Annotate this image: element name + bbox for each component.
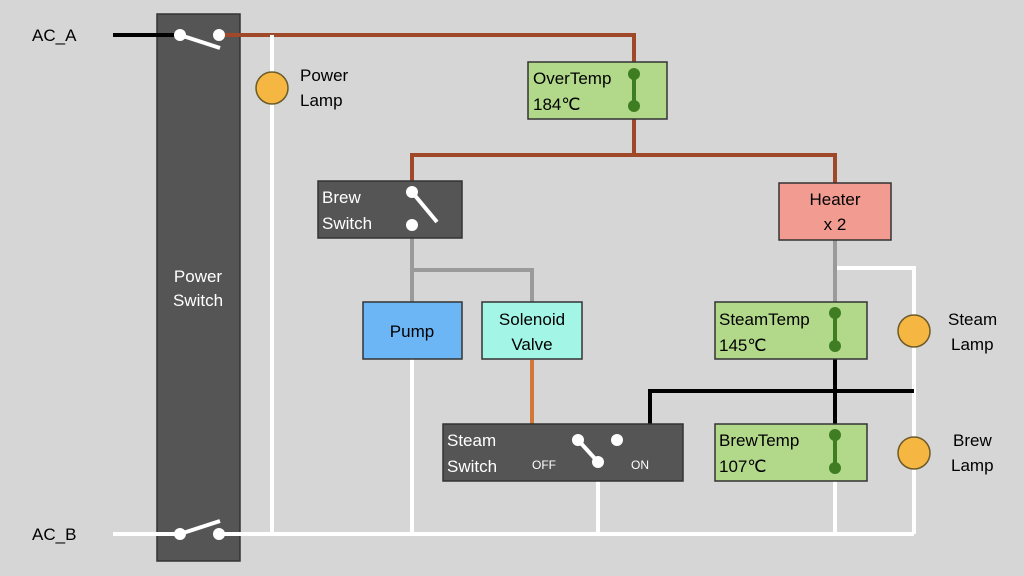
steamtemp-contact-top xyxy=(829,307,841,319)
steam-switch-contact-off xyxy=(572,434,584,446)
steamtemp-contact-bottom xyxy=(829,340,841,352)
steam-switch-on-label: ON xyxy=(631,458,649,472)
power-switch-bottom-contact-right xyxy=(213,528,225,540)
overtemp-label-line2: 184℃ xyxy=(533,95,580,114)
steamtemp-label-line1: SteamTemp xyxy=(719,310,810,329)
ac-a-label: AC_A xyxy=(32,26,77,45)
overtemp-contact-bottom xyxy=(628,100,640,112)
solenoid-valve-block xyxy=(481,301,583,360)
brew-switch-contact-bottom xyxy=(406,219,418,231)
wire-live-branch xyxy=(410,153,837,192)
power-switch-bottom-lever xyxy=(179,519,221,536)
power-lamp-icon xyxy=(255,71,289,105)
heater-label-line1: Heater xyxy=(809,190,860,209)
solenoid-label-line2: Valve xyxy=(511,335,552,354)
brewtemp-contact-bottom xyxy=(829,462,841,474)
overtemp-contact-top xyxy=(628,68,640,80)
pump-label: Pump xyxy=(390,322,434,341)
brew-lamp-label-line1: Brew xyxy=(953,431,992,450)
power-switch-bottom-contact-left xyxy=(174,528,186,540)
brewtemp-label-line1: BrewTemp xyxy=(719,431,799,450)
power-lamp-label-line1: Power xyxy=(300,66,349,85)
steamtemp-label-line2: 145℃ xyxy=(719,336,766,355)
wire-live-main xyxy=(219,33,636,74)
steam-lamp-icon xyxy=(897,314,931,348)
overtemp-block xyxy=(527,61,668,120)
brew-switch-block xyxy=(317,180,463,239)
pump-block xyxy=(362,301,463,360)
steam-switch-label-line1: Steam xyxy=(447,431,496,450)
steamtemp-block xyxy=(714,301,868,360)
overtemp-label-line1: OverTemp xyxy=(533,69,611,88)
brew-switch-contact-top xyxy=(406,186,418,198)
power-switch-top-contact-left xyxy=(174,29,186,41)
steam-switch-label-line2: Switch xyxy=(447,457,497,476)
brewtemp-block xyxy=(714,423,868,482)
power-switch-label-line2: Switch xyxy=(173,291,223,310)
power-lamp-label-line2: Lamp xyxy=(300,91,343,110)
steam-lamp-label-line2: Lamp xyxy=(951,335,994,354)
power-switch-label-line1: Power xyxy=(174,267,223,286)
brew-switch-label-line1: Brew xyxy=(322,188,361,207)
brew-lamp-label-line2: Lamp xyxy=(951,456,994,475)
steam-lamp-label-line1: Steam xyxy=(948,310,997,329)
solenoid-label-line1: Solenoid xyxy=(499,310,565,329)
steam-switch-block xyxy=(442,423,684,482)
heater-label-line2: x 2 xyxy=(824,215,847,234)
steam-switch-contact-on xyxy=(611,434,623,446)
power-switch-top-contact-right xyxy=(213,29,225,41)
steam-switch-off-label: OFF xyxy=(532,458,556,472)
heater-block xyxy=(778,182,892,241)
power-switch-block xyxy=(156,13,241,562)
brewtemp-label-line2: 107℃ xyxy=(719,457,766,476)
steam-switch-contact-common xyxy=(592,456,604,468)
wire-brew-to-solenoid xyxy=(412,268,534,302)
brew-switch-lever xyxy=(410,190,439,224)
brewtemp-contact-top xyxy=(829,429,841,441)
brew-switch-label-line2: Switch xyxy=(322,214,372,233)
brew-lamp-icon xyxy=(897,436,931,470)
power-switch-top-lever xyxy=(179,33,221,50)
ac-b-label: AC_B xyxy=(32,525,76,544)
